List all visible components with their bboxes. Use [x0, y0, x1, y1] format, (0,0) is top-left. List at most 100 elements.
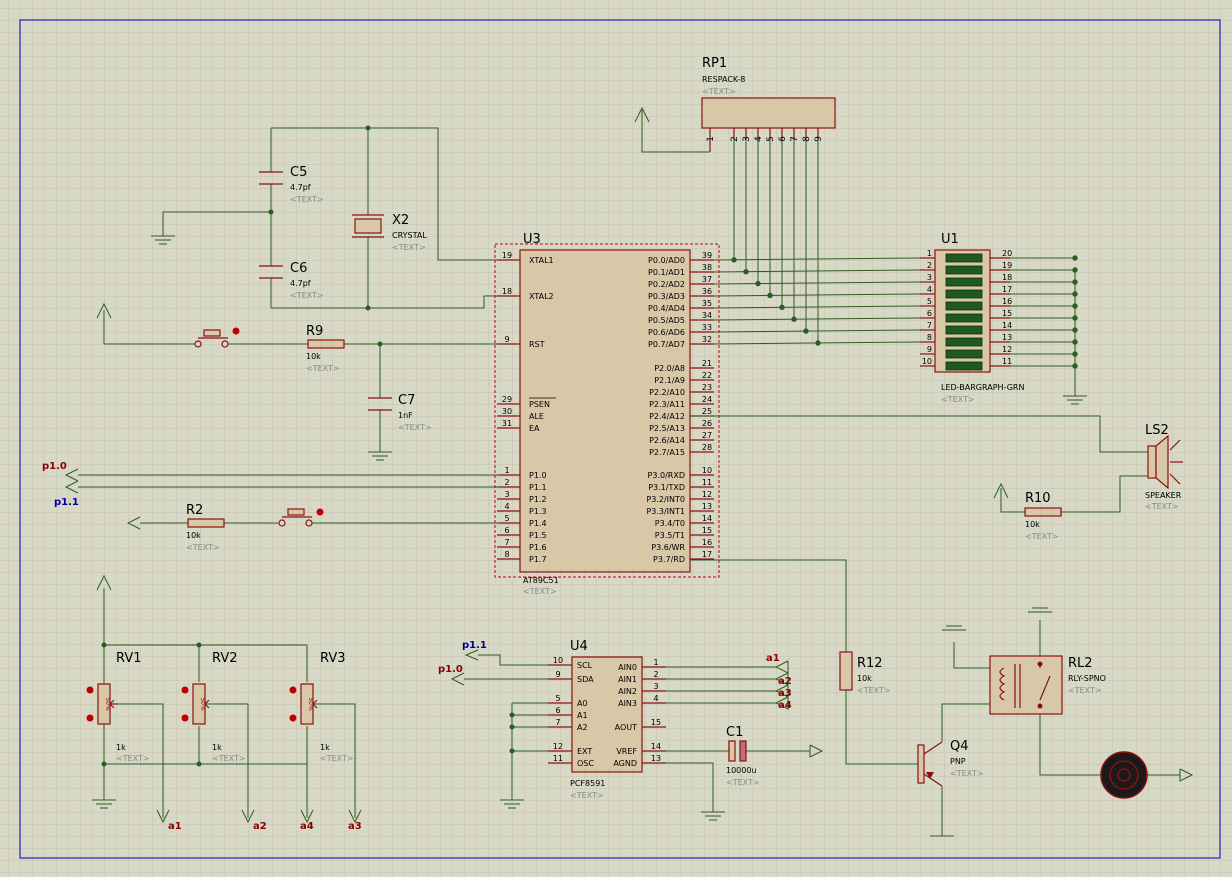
u3-pin-number: 18	[502, 287, 512, 296]
c5-capacitor[interactable]: C5 4.7pf <TEXT>	[259, 165, 324, 204]
u1-pin-number: 3	[927, 273, 932, 282]
r2-value: 10k	[186, 531, 201, 540]
u4-pin-name: A1	[577, 711, 588, 720]
u3-pin-number: 33	[702, 323, 712, 332]
x2-crystal[interactable]: X2 CRYSTAL <TEXT>	[352, 213, 427, 252]
c5-text: <TEXT>	[290, 195, 324, 204]
p14-pushbutton[interactable]	[278, 508, 324, 527]
rv1-potentiometer[interactable]: 50% RV1 1k <TEXT>	[86, 651, 150, 763]
c7-capacitor[interactable]: C7 1nF <TEXT>	[368, 393, 432, 432]
ls2-value: SPEAKER	[1145, 491, 1182, 500]
net-label-a2-u4: a2	[778, 676, 792, 687]
r9-value: 10k	[306, 352, 321, 361]
rp1-pin-number: 5	[766, 136, 776, 142]
rv2-value: 1k	[212, 743, 222, 752]
net-label-a3-u4: a3	[778, 688, 792, 699]
u3-pin-name: P2.5/A13	[649, 424, 685, 433]
u3-pin-number: 31	[502, 419, 512, 428]
rv2-potentiometer[interactable]: 50% RV2 1k <TEXT>	[181, 651, 246, 763]
c1-electrolytic-capacitor[interactable]: C1 10000u <TEXT>	[726, 725, 760, 787]
u3-pin-name: P3.1/TXD	[648, 483, 685, 492]
u3-pin-number: 24	[702, 395, 712, 404]
u3-pin-name: P1.5	[529, 531, 547, 540]
u3-pin-name: P2.1/A9	[654, 376, 685, 385]
ls2-speaker[interactable]: LS2 SPEAKER <TEXT>	[1145, 423, 1183, 511]
u4-text: <TEXT>	[570, 791, 604, 800]
p0-wire	[713, 281, 921, 285]
r9-text: <TEXT>	[306, 364, 340, 373]
u3-pin-name: PSEN	[529, 400, 550, 409]
r2-resistor[interactable]: R2 10k <TEXT>	[186, 503, 225, 552]
led-segment	[945, 349, 983, 359]
u3-ref: U3	[523, 232, 541, 247]
reset-pushbutton[interactable]	[194, 327, 240, 348]
u3-pin-name: P2.4/A12	[649, 412, 685, 421]
crystal-wires	[162, 127, 500, 309]
u4-ref: U4	[570, 639, 588, 654]
u4-wires	[450, 649, 824, 821]
led-segment	[945, 313, 983, 323]
u4-pin-name: AIN2	[618, 687, 637, 696]
u4-pin-number: 10	[553, 656, 563, 665]
net-label-p1-1-u4: p1.1	[462, 640, 487, 651]
c6-text: <TEXT>	[290, 291, 324, 300]
led-segment	[945, 265, 983, 275]
x2-ref: X2	[392, 213, 409, 228]
junction-dot	[791, 316, 797, 322]
u3-pin-number: 6	[504, 526, 509, 535]
rv1-text: <TEXT>	[116, 754, 150, 763]
u1-pin-number: 2	[927, 261, 932, 270]
u1-pin-number: 4	[927, 285, 932, 294]
r12-resistor[interactable]: R12 10k <TEXT>	[839, 651, 891, 695]
motor-disc[interactable]	[1100, 751, 1148, 799]
u3-pin-number: 12	[702, 490, 712, 499]
junction-dot	[731, 257, 737, 263]
u3-pin-name: P1.7	[529, 555, 547, 564]
led-segment	[945, 253, 983, 263]
u3-pin-number: 16	[702, 538, 712, 547]
u3-pin-name: EA	[529, 424, 540, 433]
u3-pin-name: P1.0	[529, 471, 547, 480]
u3-pin-number: 32	[702, 335, 712, 344]
u3-pin-name: P3.5/T1	[655, 531, 685, 540]
u1-pin-number: 12	[1002, 345, 1012, 354]
c1-ref: C1	[726, 725, 743, 740]
rv1-ref: RV1	[116, 651, 142, 666]
u3-pin-number: 14	[702, 514, 712, 523]
c1-text: <TEXT>	[726, 778, 760, 787]
u4-pin-name: VREF	[616, 747, 637, 756]
c7-text: <TEXT>	[398, 423, 432, 432]
u1-pin-number: 15	[1002, 309, 1012, 318]
u4-pcf8591[interactable]: U4 PCF8591 <TEXT> 10SCL9SDA5A06A17A212EX…	[548, 639, 666, 800]
u3-at89c51[interactable]: U3 AT89C51 <TEXT> 19XTAL118XTAL29RST29PS…	[494, 232, 720, 596]
u3-pin-name: P0.2/AD2	[648, 280, 685, 289]
u3-pin-name: P2.6/A14	[649, 436, 685, 445]
r10-resistor[interactable]: R10 10k <TEXT>	[1024, 491, 1062, 541]
u3-pin-number: 9	[504, 335, 509, 344]
u4-pin-number: 11	[553, 754, 563, 763]
u4-pin-name: A2	[577, 723, 588, 732]
rp1-pin-number: 1	[706, 136, 716, 142]
u3-pin-name: P0.6/AD6	[648, 328, 685, 337]
u3-pin-name: P1.1	[529, 483, 547, 492]
u1-text: <TEXT>	[941, 395, 975, 404]
c6-capacitor[interactable]: C6 4.7pf <TEXT>	[259, 261, 324, 300]
c7-value: 1nF	[398, 411, 413, 420]
rl2-text: <TEXT>	[1068, 686, 1102, 695]
rl2-relay[interactable]: RL2 RLY-SPNO <TEXT>	[989, 655, 1106, 715]
u4-pin-name: EXT	[577, 747, 592, 756]
p0-wire	[713, 293, 921, 297]
rp1-pin-number: 8	[802, 136, 812, 142]
u1-pin-number: 8	[927, 333, 932, 342]
rv3-value: 1k	[320, 743, 330, 752]
r9-resistor[interactable]: R9 10k <TEXT>	[306, 324, 345, 373]
u3-pin-number: 35	[702, 299, 712, 308]
u4-pin-name: A0	[577, 699, 588, 708]
junction-dot	[743, 268, 749, 275]
q4-pnp-transistor[interactable]: Q4 PNP <TEXT>	[917, 739, 984, 787]
u1-pin-number: 9	[927, 345, 932, 354]
rv3-potentiometer[interactable]: 50% RV3 1k <TEXT>	[289, 651, 354, 763]
